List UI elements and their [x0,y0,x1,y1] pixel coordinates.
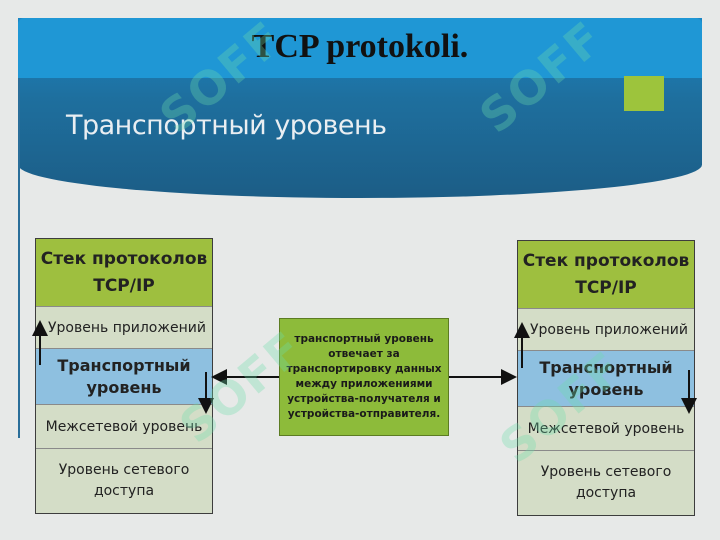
left-protocol-stack: Стек протоколов TCP/IP Уровень приложени… [35,238,213,514]
right-layer-network-access: Уровень сетевого доступа [540,464,672,501]
left-layer-network-access: Уровень сетевого доступа [58,462,190,499]
left-layer-internet: Межсетевой уровень [36,405,212,449]
right-layer-internet: Межсетевой уровень [518,407,694,451]
slide-title: TCP protokoli. [251,28,469,65]
transport-layer-note: транспортный уровень отвечает за транспо… [279,318,449,436]
left-rule-decoration [18,78,20,438]
title-bar [18,18,702,78]
right-layer-application: Уровень приложений [518,309,694,351]
left-layer-application: Уровень приложений [36,307,212,349]
green-square-decoration [624,76,664,111]
right-layer-transport: Транспортный уровень [518,351,694,407]
slide-subtitle: Транспортный уровень [66,110,387,141]
right-protocol-stack: Стек протоколов TCP/IP Уровень приложени… [517,240,695,516]
right-stack-header: Стек протоколов TCP/IP [518,241,694,309]
left-layer-transport: Транспортный уровень [36,349,212,405]
left-stack-header: Стек протоколов TCP/IP [36,239,212,307]
